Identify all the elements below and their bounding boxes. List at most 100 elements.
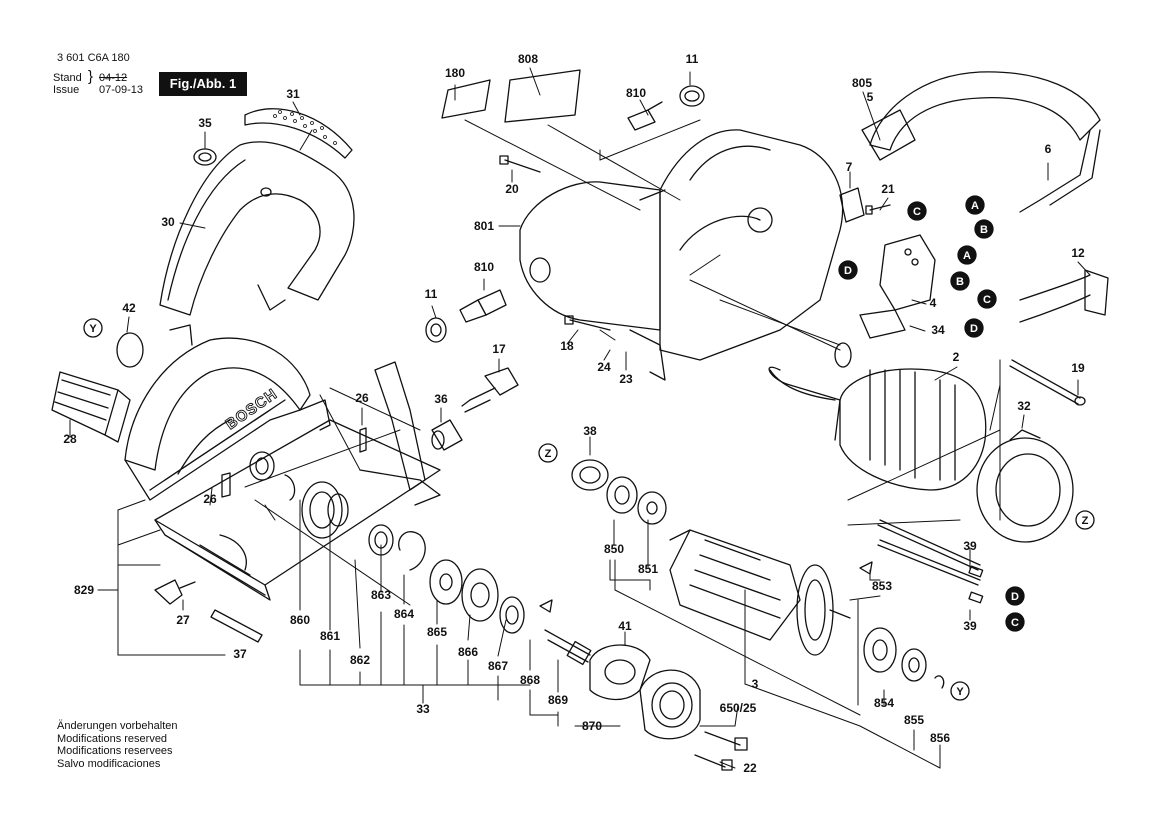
part-label-35: 35: [198, 116, 212, 130]
screw-35-part: [193, 148, 217, 166]
marker-circle-A2: [957, 245, 977, 265]
part-label-36: 36: [434, 392, 448, 406]
pin-37-part: [210, 609, 263, 643]
stand-date: 04-12: [99, 72, 128, 84]
bearing-854: [863, 627, 897, 673]
brush-holders-39: [877, 519, 984, 604]
marker-circle-A1: [965, 195, 985, 215]
marker-letter-D1: D: [844, 265, 852, 277]
part-label-5: 5: [867, 90, 874, 104]
marker-letter-A1: A: [971, 200, 979, 212]
baffle-ring-32: [976, 429, 1074, 543]
part-label-37: 37: [233, 647, 247, 661]
marker-Y1: Y: [83, 318, 103, 338]
blade-guard: [124, 324, 331, 501]
part-label-805: 805: [852, 76, 872, 90]
marker-circle-D3: [1005, 586, 1025, 606]
marker-circle-Z2: [1075, 510, 1095, 530]
marker-letter-B2: B: [956, 276, 964, 288]
part-label-650_25: 650/25: [720, 701, 757, 715]
part-label-39a: 39: [963, 539, 977, 553]
part-label-853: 853: [872, 579, 892, 593]
part-label-868: 868: [520, 673, 540, 687]
screws-22-650: [694, 731, 748, 771]
motor-housing-801: [519, 129, 844, 381]
part-label-22: 22: [743, 761, 757, 775]
housing-screws: [499, 155, 891, 331]
issue-label: Issue: [53, 84, 80, 96]
part-number: 3 601 C6A 180: [57, 52, 130, 64]
power-cable: [861, 71, 1101, 213]
cable-guide-12: [1019, 269, 1109, 323]
marker-circle-B1: [974, 219, 994, 239]
part-label-17: 17: [492, 342, 506, 356]
issue-date: 07-09-13: [99, 84, 144, 96]
part-label-28: 28: [63, 432, 77, 446]
circlip-862: [284, 474, 296, 501]
depth-lever: [359, 361, 441, 506]
switch-cover-34: [859, 309, 906, 339]
part-label-869: 869: [548, 693, 568, 707]
part-label-19: 19: [1071, 361, 1085, 375]
part-label-856: 856: [930, 731, 950, 745]
marker-letter-B1: B: [980, 224, 988, 236]
part-label-11a: 11: [686, 52, 699, 66]
marker-C2: C: [977, 289, 997, 309]
part-label-850: 850: [604, 542, 624, 556]
marker-B1: B: [974, 219, 994, 239]
sleeve-36-part: [431, 419, 463, 451]
figure-badge: Fig./Abb. 1: [159, 72, 247, 96]
brace-glyph: }: [88, 68, 94, 85]
part-label-34: 34: [931, 323, 945, 337]
marker-D1: D: [838, 260, 858, 280]
bearing-850: [606, 476, 638, 514]
stand-label: Stand: [53, 72, 82, 84]
note-es: Salvo modificaciones: [57, 757, 161, 770]
bearing-38: [571, 459, 609, 491]
marker-C3: C: [1005, 612, 1025, 632]
part-label-41: 41: [618, 619, 632, 633]
marker-Z1: Z: [538, 443, 558, 463]
marker-circle-Y2: [950, 681, 970, 701]
part-label-23: 23: [619, 372, 633, 386]
part-label-810b: 810: [474, 260, 494, 274]
marker-circle-B2: [950, 271, 970, 291]
part-label-864: 864: [394, 607, 414, 621]
pinion-855: [901, 648, 927, 682]
shaft-869: [544, 629, 592, 666]
part-label-21: 21: [881, 182, 895, 196]
handle-housing: [159, 141, 355, 316]
part-label-33: 33: [416, 702, 430, 716]
marker-circle-C3: [1005, 612, 1025, 632]
part-label-20: 20: [505, 182, 519, 196]
brush-810-top: [627, 101, 663, 131]
note-de: Änderungen vorbehalten: [57, 720, 178, 732]
marker-letter-Y1: Y: [89, 323, 97, 335]
label-808-part: [504, 69, 581, 123]
part-label-854: 854: [874, 696, 894, 710]
marker-Z2: Z: [1075, 510, 1095, 530]
part-label-862: 862: [350, 653, 370, 667]
part-label-863: 863: [371, 588, 391, 602]
part-label-851: 851: [638, 562, 658, 576]
part-label-31: 31: [286, 87, 300, 101]
part-label-867: 867: [488, 659, 508, 673]
brush-cap-11-side: [425, 317, 447, 343]
part-label-30: 30: [161, 215, 175, 229]
flange-860: [249, 451, 275, 481]
grip-cover: [244, 108, 353, 159]
part-label-866: 866: [458, 645, 478, 659]
base-plate: [154, 419, 441, 601]
part-label-18: 18: [560, 339, 574, 353]
key-853: [859, 561, 873, 575]
gasket-41: [589, 644, 651, 701]
marker-Y2: Y: [950, 681, 970, 701]
circlip-856: [934, 675, 945, 689]
part-label-12: 12: [1071, 246, 1085, 260]
part-label-7: 7: [846, 160, 853, 174]
marker-circle-Z1: [538, 443, 558, 463]
part-label-4: 4: [930, 296, 937, 310]
switch-4-part: [879, 234, 936, 311]
